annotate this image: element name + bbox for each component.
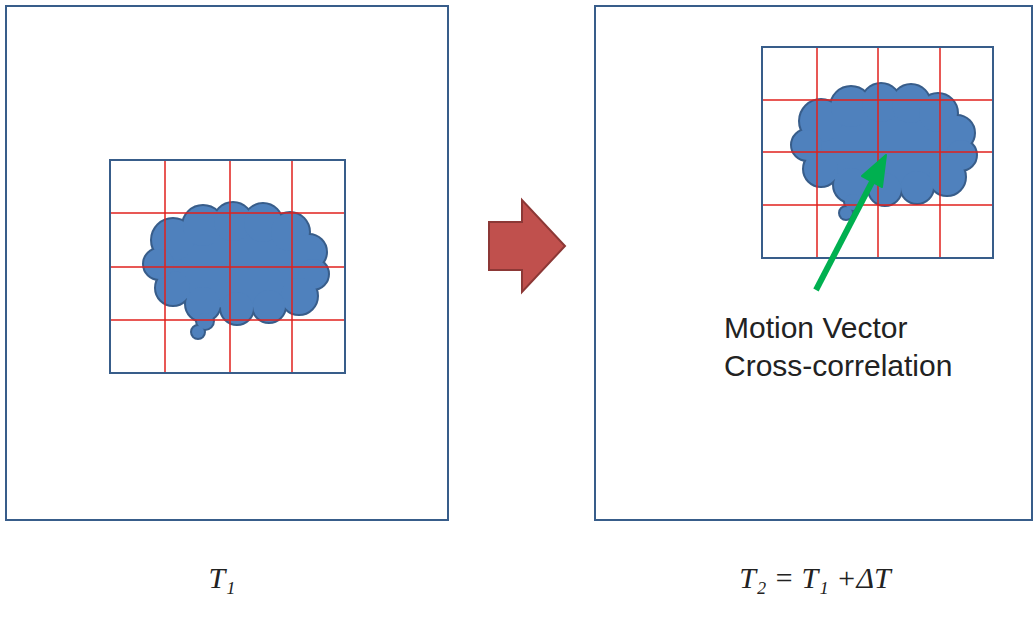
grid-lines (110, 160, 345, 373)
cloud (144, 203, 328, 338)
grid-border (762, 47, 993, 258)
frame (6, 6, 448, 520)
grid (762, 47, 993, 258)
time-label: T₁ (208, 560, 235, 596)
grid-border (110, 160, 345, 373)
motion-vector-arrow (816, 155, 886, 290)
block-arrow (489, 200, 565, 292)
frame (595, 6, 1032, 520)
callout-text: Motion Vector Cross-correlation (724, 309, 989, 385)
grid-lines (762, 47, 993, 258)
time-label: T₂ = T₁ +ΔT (739, 560, 891, 596)
grid (110, 160, 345, 373)
